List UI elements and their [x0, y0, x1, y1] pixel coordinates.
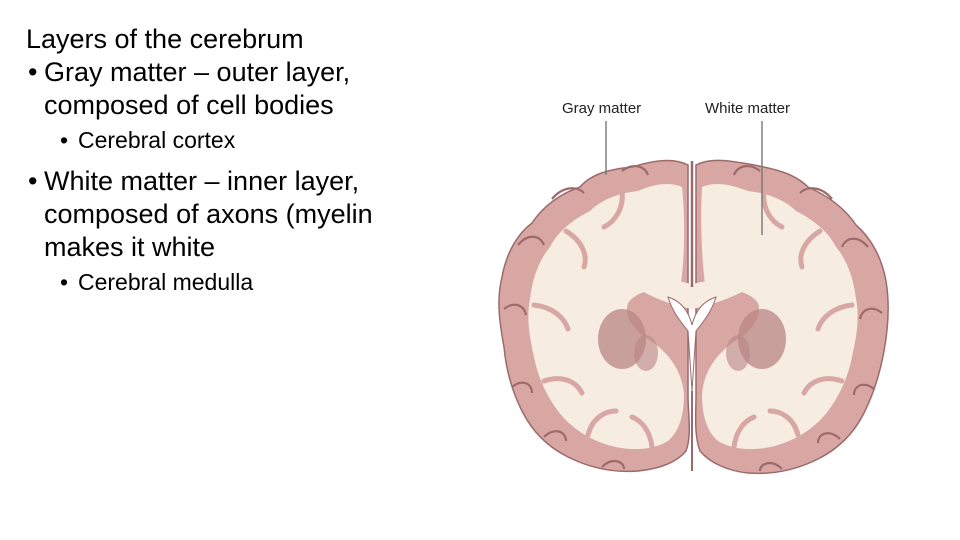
gray-matter-label: Gray matter [562, 100, 642, 117]
bullet-gray-matter: • Gray matter – outer layer, composed of… [26, 56, 426, 122]
corpus-callosum [642, 281, 744, 309]
text-content: Layers of the cerebrum • Gray matter – o… [26, 22, 426, 307]
bullet-white-matter: • White matter – inner layer, composed o… [26, 165, 426, 264]
sub-bullet-text: Cerebral medulla [78, 269, 254, 295]
brain-coronal-section-figure: Gray matter White matter [492, 95, 894, 477]
white-matter-label: White matter [705, 100, 791, 117]
slide-title: Layers of the cerebrum [26, 24, 304, 54]
lateral-ventricles [667, 296, 717, 392]
bullet-dot: • [28, 166, 38, 196]
bullet-dot: • [60, 269, 69, 295]
sub-bullet-cerebral-cortex: • Cerebral cortex [26, 125, 426, 155]
bullet-dot: • [60, 127, 69, 153]
gyri-outline [503, 165, 883, 472]
bullet-text: Gray matter – outer layer, composed of c… [44, 57, 351, 120]
basal-ganglia [598, 309, 786, 371]
bullet-dot: • [28, 57, 38, 87]
sub-bullet-text: Cerebral cortex [78, 127, 236, 153]
brain-illustration [498, 121, 889, 475]
bullet-text: White matter – inner layer, composed of … [44, 166, 373, 262]
sulci [531, 188, 855, 450]
sub-bullet-cerebral-medulla: • Cerebral medulla [26, 267, 426, 297]
